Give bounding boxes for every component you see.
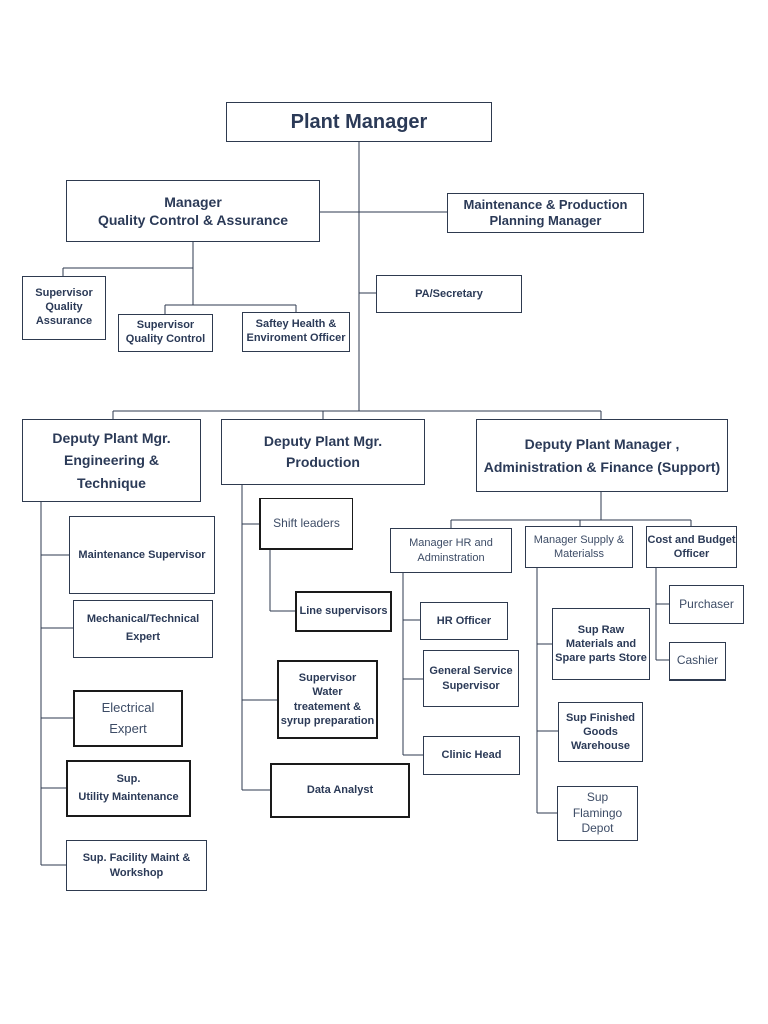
mechanical-expert-box: Mechanical/Technical Expert bbox=[73, 600, 213, 658]
shift-leaders-box: Shift leaders bbox=[259, 498, 353, 550]
purchaser-box: Purchaser bbox=[669, 585, 744, 624]
cashier-box: Cashier bbox=[669, 642, 726, 681]
utility-maintenance-box: Sup. Utility Maintenance bbox=[66, 760, 191, 817]
manager-supply-box: Manager Supply & Materialss bbox=[525, 526, 633, 568]
sup-finished-goods-box: Sup Finished Goods Warehouse bbox=[558, 702, 643, 762]
hr-officer-box: HR Officer bbox=[420, 602, 508, 640]
water-supervisor-box: Supervisor Water treatement & syrup prep… bbox=[277, 660, 378, 739]
sup-raw-materials-box: Sup Raw Materials and Spare parts Store bbox=[552, 608, 650, 680]
clinic-head-box: Clinic Head bbox=[423, 736, 520, 775]
maintenance-supervisor-box: Maintenance Supervisor bbox=[69, 516, 215, 594]
deputy-engineering-box: Deputy Plant Mgr. Engineering & Techniqu… bbox=[22, 419, 201, 502]
sup-quality-assurance-box: Supervisor Quality Assurance bbox=[22, 276, 106, 340]
deputy-admin-box: Deputy Plant Manager , Administration & … bbox=[476, 419, 728, 492]
sup-quality-control-box: Supervisor Quality Control bbox=[118, 314, 213, 352]
maint-prod-manager-box: Maintenance & Production Planning Manage… bbox=[447, 193, 644, 233]
pa-secretary-box: PA/Secretary bbox=[376, 275, 522, 313]
general-service-box: General Service Supervisor bbox=[423, 650, 519, 707]
sup-flamingo-box: Sup Flamingo Depot bbox=[557, 786, 638, 841]
electrical-expert-box: Electrical Expert bbox=[73, 690, 183, 747]
cost-budget-officer-box: Cost and Budget Officer bbox=[646, 526, 737, 568]
qc-manager-box: Manager Quality Control & Assurance bbox=[66, 180, 320, 242]
data-analyst-box: Data Analyst bbox=[270, 763, 410, 818]
line-supervisors-box: Line supervisors bbox=[295, 591, 392, 632]
plant-manager-box: Plant Manager bbox=[226, 102, 492, 142]
deputy-production-box: Deputy Plant Mgr. Production bbox=[221, 419, 425, 485]
manager-hr-box: Manager HR and Adminstration bbox=[390, 528, 512, 573]
facility-maint-box: Sup. Facility Maint & Workshop bbox=[66, 840, 207, 891]
safety-officer-box: Saftey Health & Enviroment Officer bbox=[242, 312, 350, 352]
